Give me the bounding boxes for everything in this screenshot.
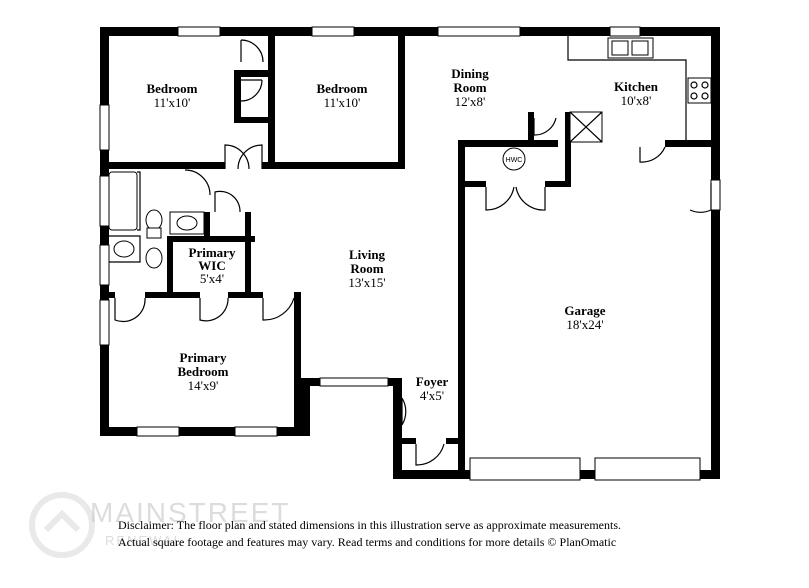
living-dim: 13'x15'	[348, 275, 385, 290]
disclaimer-line-2: Actual square footage and features may v…	[118, 535, 617, 549]
kitchen-label: Kitchen	[614, 79, 659, 94]
doors	[114, 39, 712, 466]
primary-wic-dim: 5'x4'	[200, 271, 224, 286]
living-label-1: Living	[349, 247, 386, 262]
bedroom-2-label: Bedroom	[316, 81, 367, 96]
foyer-label: Foyer	[416, 374, 449, 389]
primary-bedroom-dim: 14'x9'	[188, 378, 219, 393]
interior-walls	[100, 27, 720, 478]
bedroom-1-dim: 11'x10'	[154, 95, 191, 110]
watermark-subtext: RENEWAL	[105, 533, 183, 548]
disclaimer: Disclaimer: The floor plan and stated di…	[118, 517, 718, 551]
mainstreet-logo-icon	[29, 492, 95, 558]
bedroom-1-label: Bedroom	[146, 81, 197, 96]
hwc-label: HWC	[506, 157, 523, 164]
room-labels: Bedroom 11'x10' Bedroom 11'x10' Dining R…	[146, 66, 658, 403]
dining-label-1: Dining	[451, 66, 489, 81]
dining-dim: 12'x8'	[455, 94, 486, 109]
primary-bedroom-label-1: Primary	[180, 350, 227, 365]
garage-label: Garage	[564, 303, 605, 318]
garage-dim: 18'x24'	[566, 317, 603, 332]
primary-bedroom-label-2: Bedroom	[177, 364, 228, 379]
water-heater-icon	[502, 147, 526, 171]
kitchen-dim: 10'x8'	[621, 93, 652, 108]
windows	[99, 26, 721, 481]
primary-wic-label-1: Primary	[189, 245, 236, 260]
watermark-text: MAINSTREET	[90, 497, 291, 528]
living-label-2: Room	[350, 261, 383, 276]
dining-label-2: Room	[453, 80, 486, 95]
bedroom-2-dim: 11'x10'	[324, 95, 361, 110]
disclaimer-line-1: Disclaimer: The floor plan and stated di…	[118, 518, 621, 532]
foyer-dim: 4'x5'	[420, 388, 444, 403]
fixtures: HWC	[108, 36, 712, 269]
primary-wic-label-2: WIC	[198, 258, 225, 273]
